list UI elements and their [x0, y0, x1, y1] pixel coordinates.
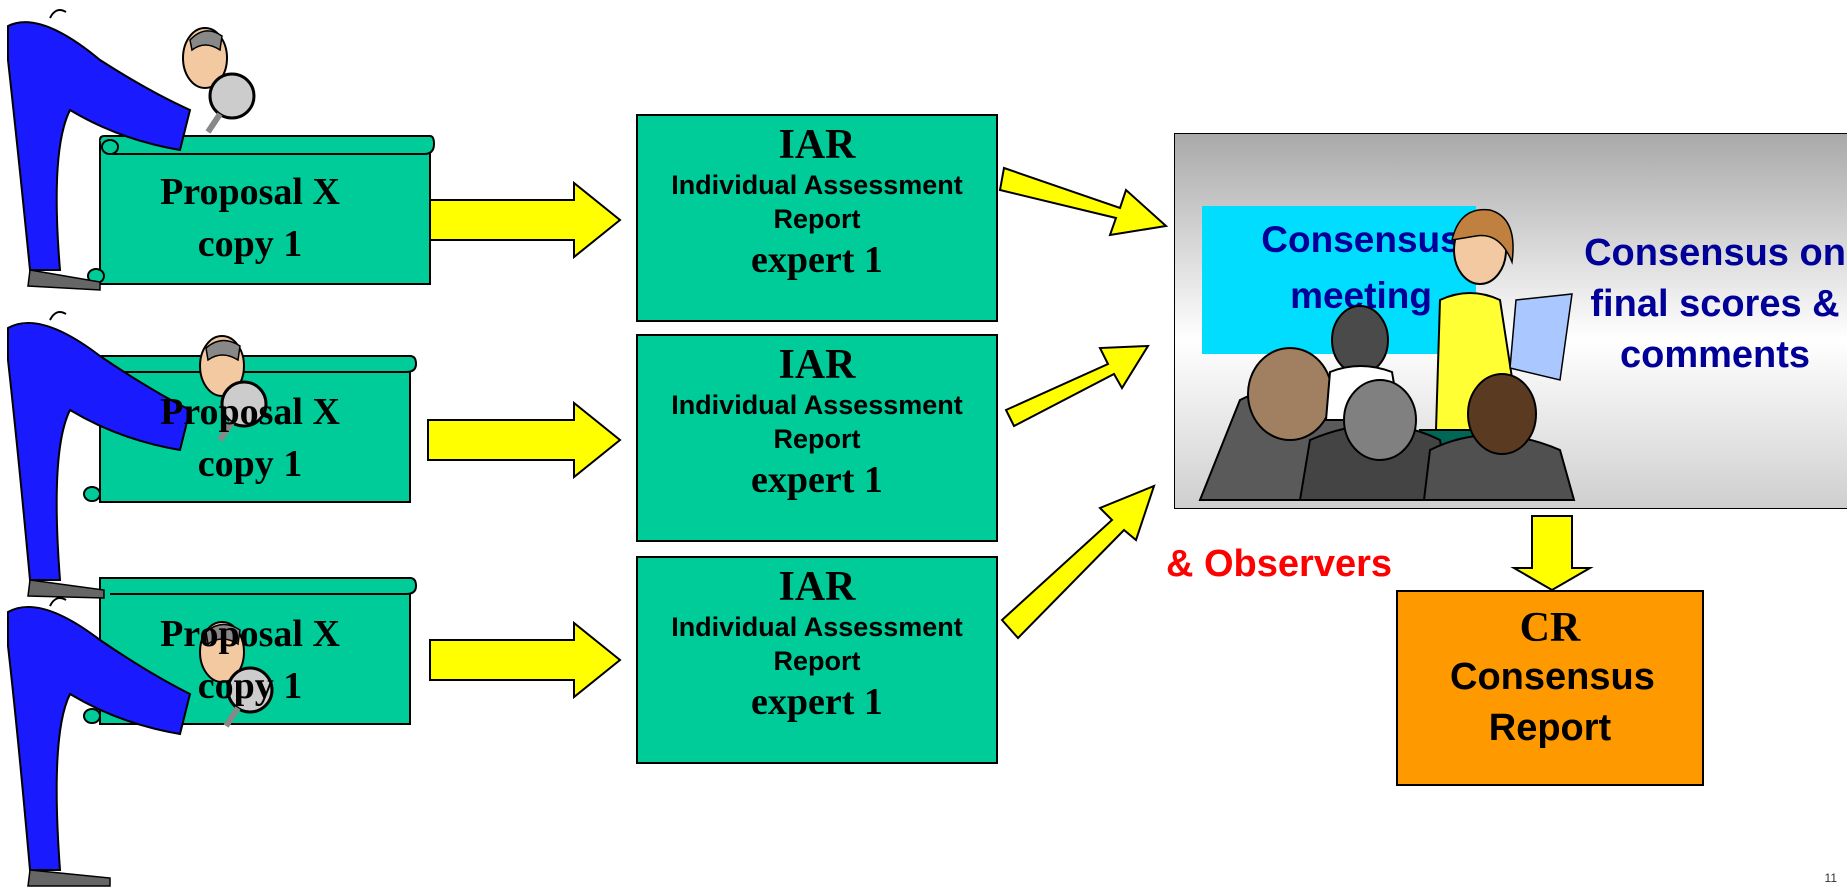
inspector-figure-2 — [7, 311, 268, 599]
iar-report-3: IAR Individual Assessment Report expert … — [636, 556, 998, 764]
proposal-2-line1: Proposal X — [160, 391, 340, 433]
arrow-to-iar-3 — [429, 620, 622, 700]
proposal-1-text: Proposal X copy 1 — [90, 166, 410, 270]
proposal-1-line1: Proposal X — [160, 171, 340, 213]
arrow-to-iar-2 — [427, 400, 622, 480]
proposal-1-line2: copy 1 — [197, 223, 303, 265]
proposal-2-line2: copy 1 — [197, 443, 303, 485]
meeting-label: Consensus meeting — [1261, 219, 1461, 316]
arrow-to-meeting-2 — [1004, 344, 1150, 428]
inspector-figure-3 — [7, 597, 274, 887]
arrow-to-meeting-1 — [998, 166, 1169, 237]
page-number: 11 — [1824, 871, 1837, 885]
iar-3-expert: expert 1 — [751, 681, 883, 723]
iar-1-abbr: IAR — [778, 122, 856, 168]
arrow-to-consensus-report — [1510, 515, 1594, 592]
proposal-2-text: Proposal X copy 1 — [90, 386, 410, 490]
arrow-to-meeting-3 — [1000, 484, 1156, 640]
iar-2-abbr: IAR — [778, 342, 856, 388]
observers-label: & Observers — [1166, 543, 1393, 585]
iar-2-expert: expert 1 — [751, 459, 883, 501]
iar-report-1: IAR Individual Assessment Report expert … — [636, 114, 998, 322]
proposal-scroll-1 — [87, 135, 436, 285]
iar-1-expert: expert 1 — [751, 239, 883, 281]
inspector-figure-1 — [7, 9, 256, 291]
iar-report-2: IAR Individual Assessment Report expert … — [636, 334, 998, 542]
iar-1-name: Individual Assessment Report — [671, 170, 963, 234]
cr-abbr: CR — [1519, 605, 1581, 651]
proposal-3-line1: Proposal X — [160, 613, 340, 655]
iar-2-name: Individual Assessment Report — [671, 390, 963, 454]
proposal-3-line2: copy 1 — [197, 665, 303, 707]
consensus-report-box: CR Consensus Report — [1396, 590, 1704, 786]
proposal-3-text: Proposal X copy 1 — [90, 608, 410, 712]
consensus-note: Consensus on final scores & comments — [1584, 232, 1846, 376]
cr-name: Consensus Report — [1450, 656, 1655, 749]
arrow-to-iar-1 — [429, 180, 622, 260]
iar-3-name: Individual Assessment Report — [671, 612, 963, 676]
iar-3-abbr: IAR — [778, 564, 856, 610]
